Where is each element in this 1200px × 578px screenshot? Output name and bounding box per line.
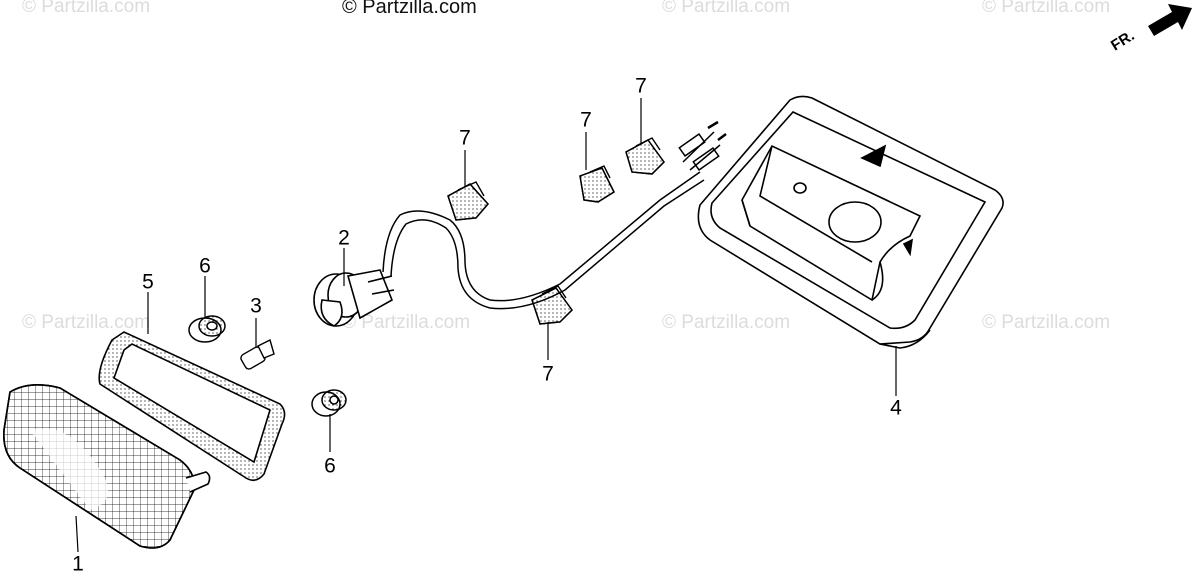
callout-6-upper: 6: [199, 254, 211, 278]
watermark-main: © Partzilla.com: [342, 0, 477, 18]
callout-5: 5: [142, 270, 154, 294]
callout-7-c: 7: [635, 74, 647, 98]
clip-d: [531, 285, 573, 325]
clip-c: [625, 137, 665, 175]
callout-1: 1: [72, 552, 84, 576]
callout-7-d: 7: [542, 362, 554, 386]
callout-2: 2: [338, 226, 350, 250]
callout-4: 4: [890, 396, 902, 420]
watermark: © Partzilla.com: [22, 312, 151, 333]
leader-lines: [75, 98, 897, 553]
bulb-socket: [313, 269, 395, 327]
grommet-upper: [188, 315, 226, 343]
wire-harness: [382, 120, 727, 310]
watermark: © Partzilla.com: [22, 0, 151, 17]
watermark: © Partzilla.com: [982, 0, 1111, 17]
watermark: © Partzilla.com: [662, 0, 791, 17]
tail-light-housing: [697, 95, 1004, 349]
clip-a: [447, 181, 489, 221]
clip-b: [579, 165, 615, 203]
bulb: [240, 338, 275, 370]
watermark: © Partzilla.com: [982, 312, 1111, 333]
gasket: [98, 331, 286, 482]
callout-7-b: 7: [580, 108, 592, 132]
lens: [3, 384, 211, 549]
callout-3: 3: [250, 294, 262, 318]
callout-7-a: 7: [459, 126, 471, 150]
callout-6-lower: 6: [324, 454, 336, 478]
grommet-lower: [311, 389, 347, 417]
front-direction-arrow-icon: [1148, 4, 1192, 36]
watermark: © Partzilla.com: [662, 312, 791, 333]
watermark: © Partzilla.com: [342, 312, 471, 333]
